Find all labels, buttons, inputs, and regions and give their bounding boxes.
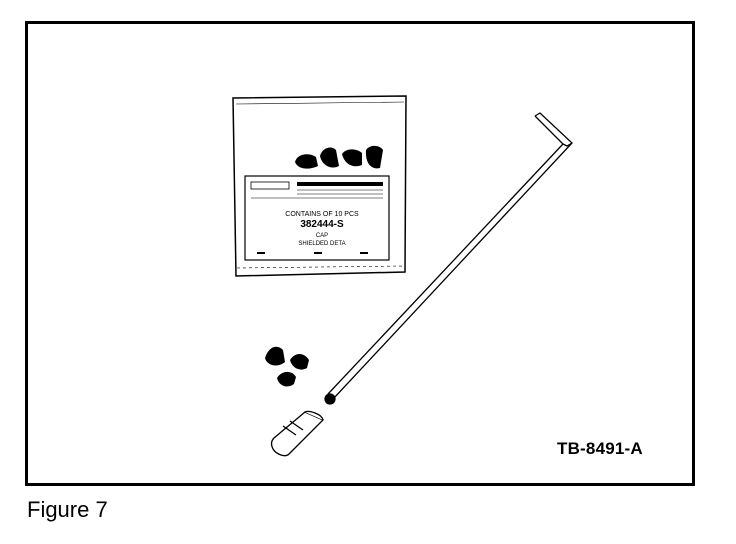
package-line-4: SHIELDED DETA <box>298 241 345 247</box>
reference-code-label: TB-8491-A <box>557 439 643 458</box>
plastic-bag-icon: CONTAINS OF 10 PCS 382444-S CAP SHIELDED… <box>232 95 407 277</box>
bag-caps-icon <box>295 145 383 169</box>
package-line-3: CAP <box>316 233 328 239</box>
hook-tool-icon <box>324 112 573 405</box>
package-line-1: CONTAINS OF 10 PCS <box>285 211 359 218</box>
cap-icon <box>265 346 309 387</box>
figure-caption: Figure 7 <box>27 497 108 522</box>
figure-frame <box>25 21 695 486</box>
package-part-number: 382444-S <box>300 219 344 230</box>
cap-installer-icon <box>270 410 325 457</box>
